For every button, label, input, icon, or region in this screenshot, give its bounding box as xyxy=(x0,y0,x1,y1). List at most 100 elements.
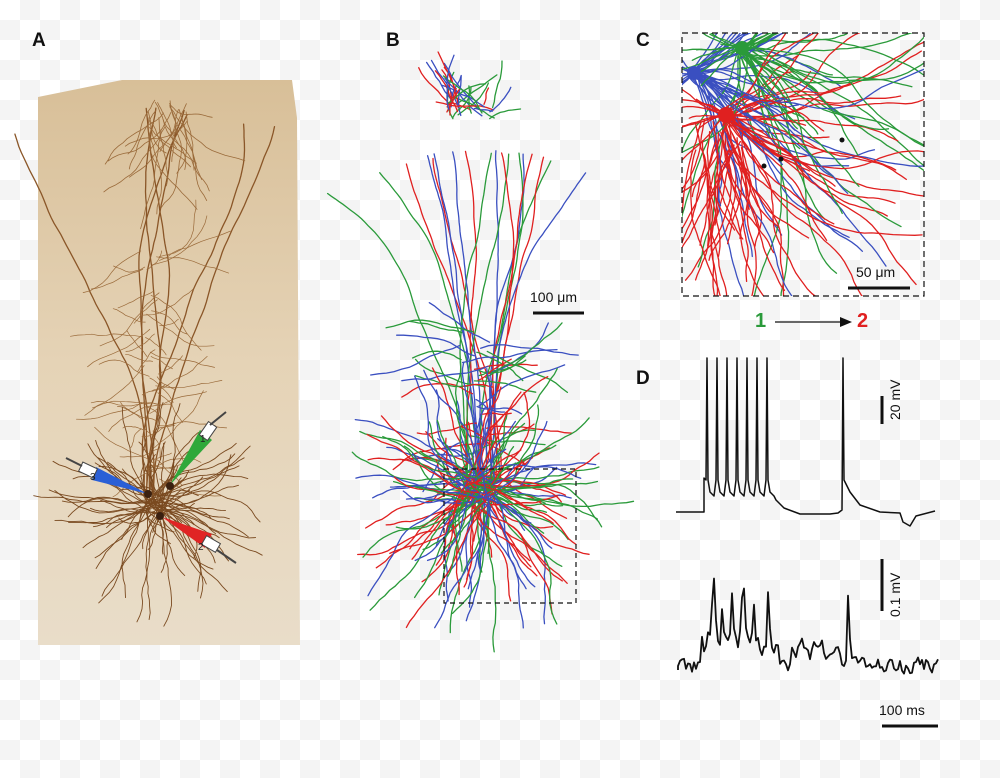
dendrite-path xyxy=(483,486,599,520)
dendrite-path xyxy=(159,442,165,502)
dendrite-path xyxy=(688,77,731,173)
dendrite-path xyxy=(90,401,159,407)
dendrite-path xyxy=(471,452,600,488)
dendrite-path xyxy=(112,470,154,498)
dendrite-path xyxy=(122,426,144,431)
dendrite-path xyxy=(723,33,861,119)
scale-label-voltage-top: 20 mV xyxy=(887,379,903,420)
dendrite-path xyxy=(710,148,730,296)
dendrite-path xyxy=(692,33,785,72)
dendrite-path xyxy=(150,121,191,168)
dendrite-path xyxy=(682,138,717,230)
dendrite-path xyxy=(741,46,833,76)
panel-letter-b: B xyxy=(386,30,400,51)
dendrite-path xyxy=(409,497,468,550)
dendrite-path xyxy=(472,504,553,615)
dendrite-path xyxy=(413,375,475,485)
dendrite-path xyxy=(140,128,162,230)
dendrite-path xyxy=(161,508,249,538)
panel-letter-d: D xyxy=(636,368,650,389)
dendrite-path xyxy=(739,128,751,240)
dendrite-path xyxy=(181,118,208,201)
dendrite-path xyxy=(444,77,483,117)
dendrite-path xyxy=(149,351,215,368)
dendrite-path xyxy=(155,380,223,389)
dendrite-path xyxy=(682,140,742,249)
dendrite-path xyxy=(98,359,150,377)
dendrite-path xyxy=(690,72,849,194)
panel-letter-c: C xyxy=(636,30,650,51)
dendrite-path xyxy=(112,308,146,323)
dendrite-path xyxy=(745,33,778,52)
electrode-1: 1 xyxy=(170,411,227,485)
dendrite-path xyxy=(70,333,143,338)
dendrite-path xyxy=(162,119,210,192)
soma-green xyxy=(735,41,749,55)
dendrite-path xyxy=(479,400,492,502)
dendrite-path xyxy=(101,508,165,597)
dendrite-path xyxy=(736,51,838,274)
dendrite-path xyxy=(422,441,464,493)
dendrite-path xyxy=(158,199,197,258)
dendrite-path xyxy=(736,137,757,296)
brain-slice xyxy=(38,80,300,645)
contact-point xyxy=(761,163,767,169)
dendrite-path xyxy=(476,476,548,513)
dendrite-path xyxy=(125,354,153,362)
dendrite-path xyxy=(156,457,245,503)
scale-label-voltage-bottom: 0.1 mV xyxy=(887,572,903,617)
dendrite-path xyxy=(487,493,497,653)
zoom-frame xyxy=(681,32,925,297)
dendrite-path xyxy=(82,508,151,549)
dendrite-path xyxy=(712,121,719,226)
dendrite-path xyxy=(152,508,202,592)
dendrite-path xyxy=(146,313,215,347)
dendrite-path xyxy=(480,344,579,356)
dendrite-path xyxy=(473,380,537,393)
dendrite-path xyxy=(141,384,166,396)
dendrite-path xyxy=(144,461,175,505)
arrow-head xyxy=(840,317,852,327)
dendrite-path xyxy=(149,127,197,164)
dendrite-path xyxy=(125,333,155,352)
dendrite-path xyxy=(472,475,512,602)
dendrite-path xyxy=(723,113,899,142)
dendrite-path xyxy=(14,133,151,496)
dendrite-path xyxy=(725,118,836,187)
dendrite-path xyxy=(121,502,147,599)
dendrite-path xyxy=(468,85,472,114)
zoom-region-box xyxy=(443,468,577,604)
panel-letter-a: A xyxy=(32,30,46,51)
dendrite-path xyxy=(100,500,156,513)
dendrite-path xyxy=(414,499,477,562)
dendrite-path xyxy=(442,75,483,114)
dendrite-path xyxy=(140,288,194,316)
dendrite-path xyxy=(409,320,463,334)
dendrite-path xyxy=(682,121,702,215)
dendrite-path xyxy=(487,497,524,629)
dendrite-path xyxy=(138,441,163,497)
dendrite-path xyxy=(477,358,512,381)
dendrite-path xyxy=(156,376,176,391)
svg-text:2: 2 xyxy=(198,542,204,553)
dendrite-path xyxy=(169,104,203,180)
dendrite-path xyxy=(145,507,164,555)
dendrite-path xyxy=(148,122,198,210)
dendrite-path xyxy=(465,376,549,483)
dendrite-path xyxy=(691,68,924,110)
dendrite-path xyxy=(426,155,486,481)
dendrite-path xyxy=(691,47,743,61)
dendrite-path xyxy=(169,103,213,118)
dendrite-path xyxy=(87,328,151,368)
svg-text:1: 1 xyxy=(200,434,206,445)
dendrite-path xyxy=(740,47,924,147)
dendrite-path xyxy=(698,47,743,73)
dendrite-path xyxy=(434,500,489,629)
dendrite-path xyxy=(708,114,728,296)
dendrite-path xyxy=(721,109,888,217)
dendrite-path xyxy=(106,461,148,506)
dendrite-path xyxy=(418,67,451,106)
